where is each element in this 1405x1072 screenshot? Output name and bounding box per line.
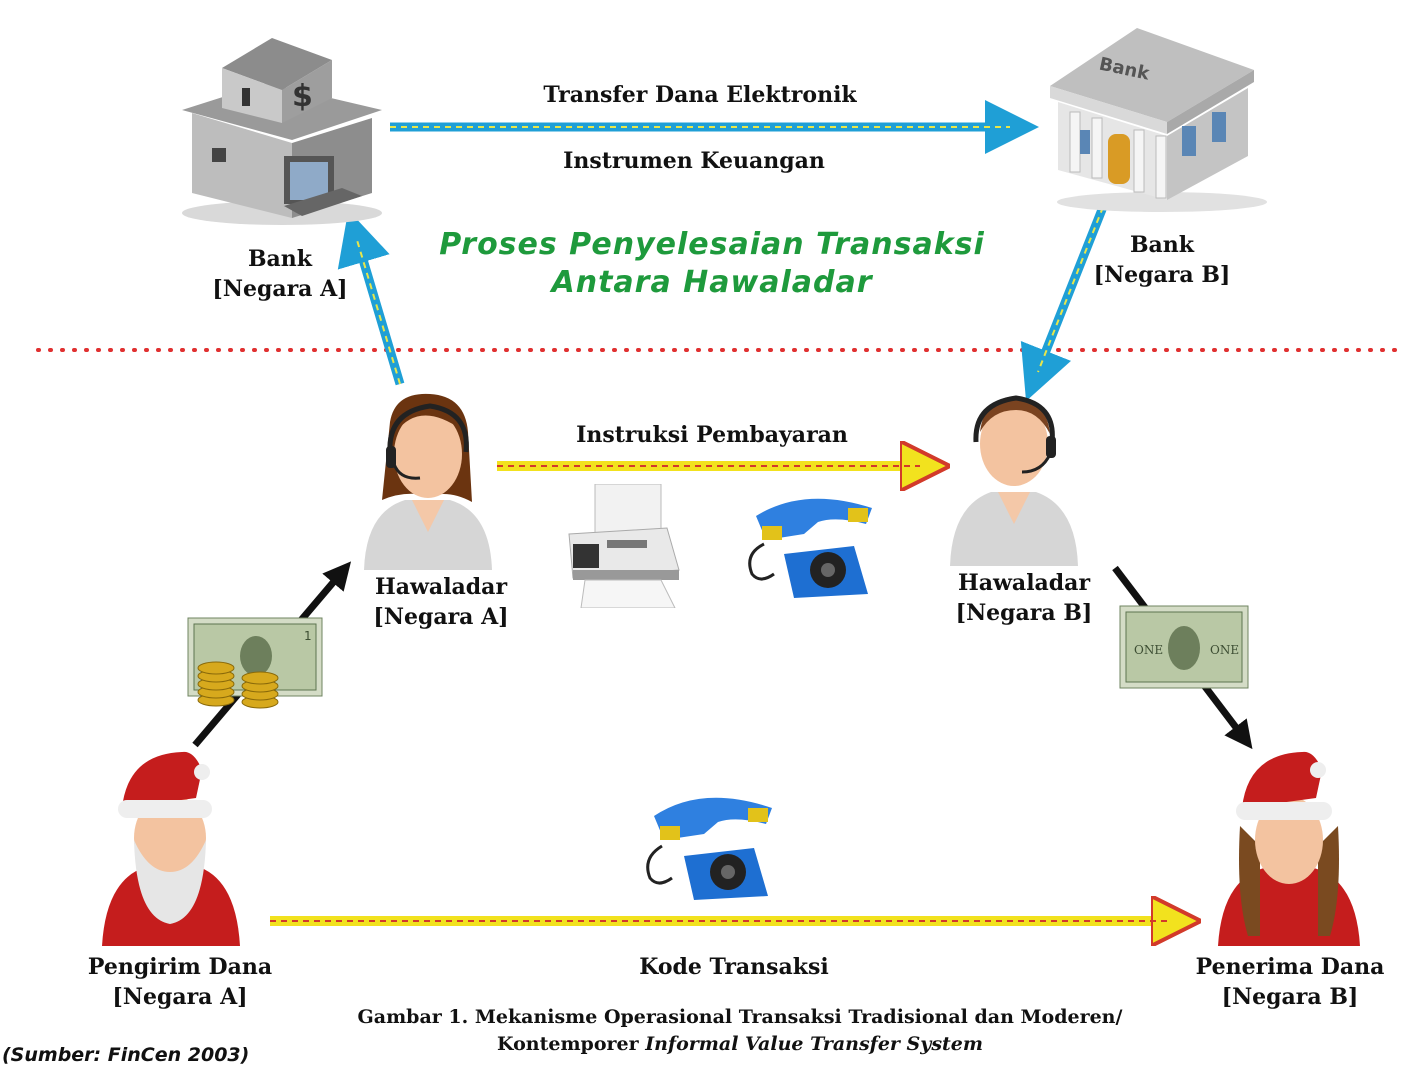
hawaladar-a-name: Hawaladar bbox=[374, 574, 508, 600]
telephone-icon bbox=[748, 498, 872, 598]
telephone-icon bbox=[646, 797, 772, 900]
hawaladar-b-region: [Negara B] bbox=[955, 600, 1093, 626]
edge-label-instrument: Instrumen Keuangan bbox=[563, 148, 825, 174]
diagram-title-line2: Antara Hawaladar bbox=[551, 265, 873, 300]
sender-label: Pengirim Dana [Negara A] bbox=[60, 952, 300, 1012]
bank-a-icon: $ bbox=[182, 38, 382, 225]
sender-region: [Negara A] bbox=[112, 984, 248, 1010]
caption-line2-italic: Informal Value Transfer System bbox=[645, 1033, 983, 1055]
caption-line2-plain: Kontemporer bbox=[497, 1033, 646, 1055]
hawaladar-b-name: Hawaladar bbox=[957, 570, 1091, 596]
svg-text:1: 1 bbox=[304, 629, 312, 643]
money-stack-icon: 1 1 bbox=[187, 617, 323, 709]
diagram-title: Proses Penyelesaian Transaksi Antara Haw… bbox=[412, 226, 1012, 302]
diagram-title-line1: Proses Penyelesaian Transaksi bbox=[439, 227, 985, 262]
svg-text:ONE: ONE bbox=[1134, 643, 1163, 657]
hawaladar-a-region: [Negara A] bbox=[373, 604, 509, 630]
hawaladar-b-icon bbox=[950, 395, 1078, 566]
money-stack-icon: ONE ONE bbox=[1119, 605, 1249, 689]
svg-text:$: $ bbox=[292, 79, 313, 114]
bank-b-region: [Negara B] bbox=[1093, 262, 1231, 288]
receiver-region: [Negara B] bbox=[1221, 984, 1359, 1010]
hawaladar-b-label: Hawaladar [Negara B] bbox=[924, 568, 1124, 628]
fax-machine-icon bbox=[568, 484, 680, 608]
bank-b-label: Bank [Negara B] bbox=[1062, 230, 1262, 290]
bank-a-region: [Negara A] bbox=[212, 276, 348, 302]
caption-line2: Kontemporer Informal Value Transfer Syst… bbox=[300, 1031, 1180, 1058]
arrow-bank-b-to-hawaladar-b bbox=[1020, 205, 1108, 402]
caption-line1: Gambar 1. Mekanisme Operasional Transaks… bbox=[357, 1006, 1123, 1028]
edge-label-code: Kode Transaksi bbox=[639, 954, 829, 980]
bank-b-icon: Bank bbox=[1050, 28, 1267, 212]
hawaladar-a-label: Hawaladar [Negara A] bbox=[341, 572, 541, 632]
source-note: (Sumber: FinCen 2003) bbox=[2, 1044, 250, 1066]
receiver-name: Penerima Dana bbox=[1195, 954, 1385, 980]
hawaladar-a-icon bbox=[364, 393, 492, 570]
arrow-hawaladar-a-to-bank-a bbox=[337, 210, 405, 386]
svg-text:ONE: ONE bbox=[1210, 643, 1239, 657]
sender-name: Pengirim Dana bbox=[87, 954, 273, 980]
bank-a-name: Bank bbox=[247, 246, 313, 272]
figure-caption: Gambar 1. Mekanisme Operasional Transaks… bbox=[300, 1004, 1180, 1058]
edge-label-instruction: Instruksi Pembayaran bbox=[576, 422, 848, 448]
receiver-icon bbox=[1218, 751, 1360, 946]
sender-icon bbox=[102, 751, 240, 946]
bank-b-name: Bank bbox=[1129, 232, 1195, 258]
receiver-label: Penerima Dana [Negara B] bbox=[1168, 952, 1405, 1012]
bank-a-label: Bank [Negara A] bbox=[180, 244, 380, 304]
edge-label-transfer: Transfer Dana Elektronik bbox=[543, 82, 857, 108]
